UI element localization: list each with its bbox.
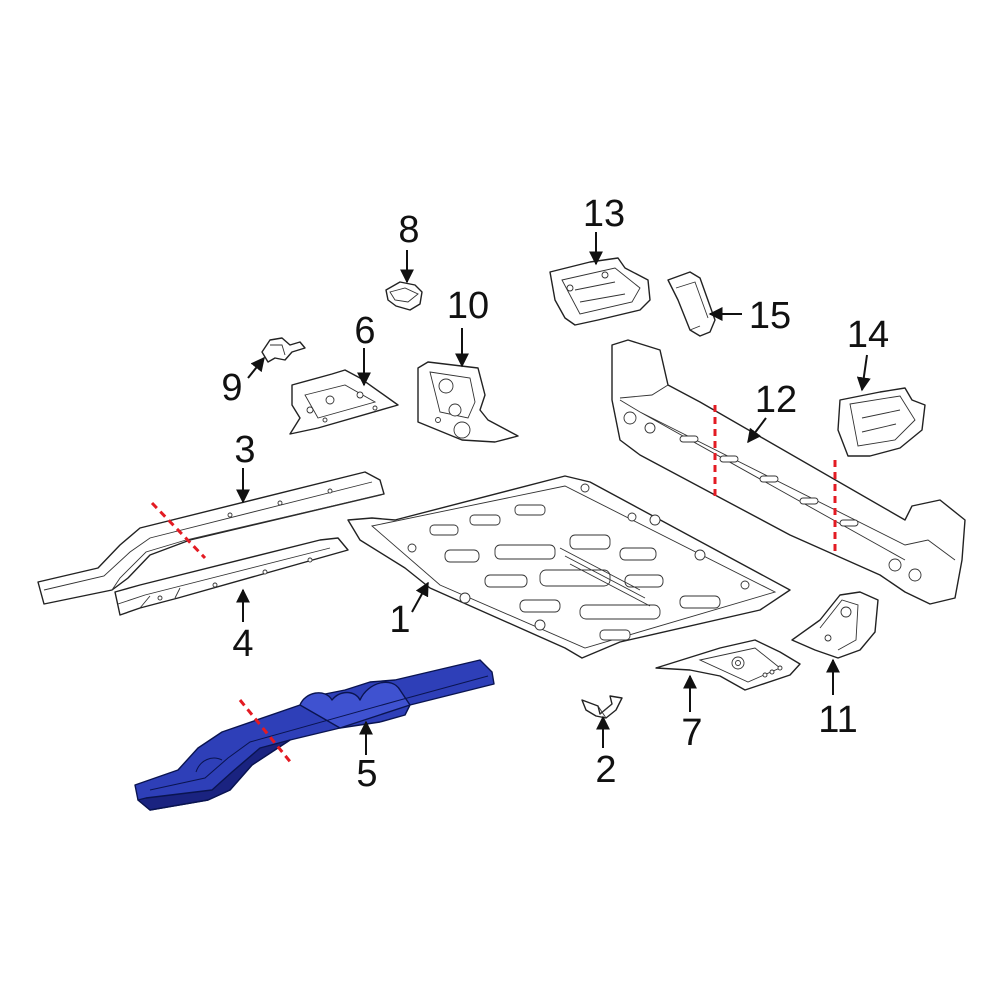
callout-12: 12 (755, 379, 797, 421)
callout-7: 7 (681, 712, 702, 754)
part-10-panel[interactable] (417, 361, 519, 443)
callout-15: 15 (749, 295, 791, 337)
part-11-bracket[interactable] (791, 591, 879, 659)
callout-14: 14 (847, 314, 889, 356)
callout-13: 13 (583, 193, 625, 235)
part-2-bracket[interactable] (581, 695, 623, 719)
part-7-bracket-plate[interactable] (655, 639, 801, 691)
leader-arrows (236, 232, 871, 755)
part-4-rail[interactable] (114, 537, 349, 616)
part-13-panel[interactable] (549, 257, 651, 326)
callout-2: 2 (595, 749, 616, 791)
callout-8: 8 (398, 209, 419, 251)
cut-lines (150, 405, 837, 765)
callout-3: 3 (234, 429, 255, 471)
part-3-rail[interactable] (37, 471, 385, 605)
callout-10: 10 (447, 285, 489, 327)
part-1-floor-pan[interactable] (347, 475, 791, 659)
part-12-side-sill[interactable] (611, 339, 966, 605)
part-15-bracket[interactable] (667, 271, 716, 337)
callout-6: 6 (354, 310, 375, 352)
callout-5: 5 (356, 753, 377, 795)
part-14-panel[interactable] (837, 387, 926, 457)
callout-4: 4 (232, 623, 253, 665)
callouts: 1 2 3 4 5 6 7 8 9 10 11 12 13 14 15 (221, 193, 889, 795)
callout-1: 1 (389, 599, 410, 641)
callout-9: 9 (221, 367, 242, 409)
callout-11: 11 (818, 699, 857, 741)
part-5-rail-highlighted[interactable] (134, 659, 495, 811)
part-6-plate[interactable] (289, 369, 399, 435)
part-9-bracket[interactable] (261, 337, 306, 363)
part-8-cap[interactable] (385, 281, 423, 311)
